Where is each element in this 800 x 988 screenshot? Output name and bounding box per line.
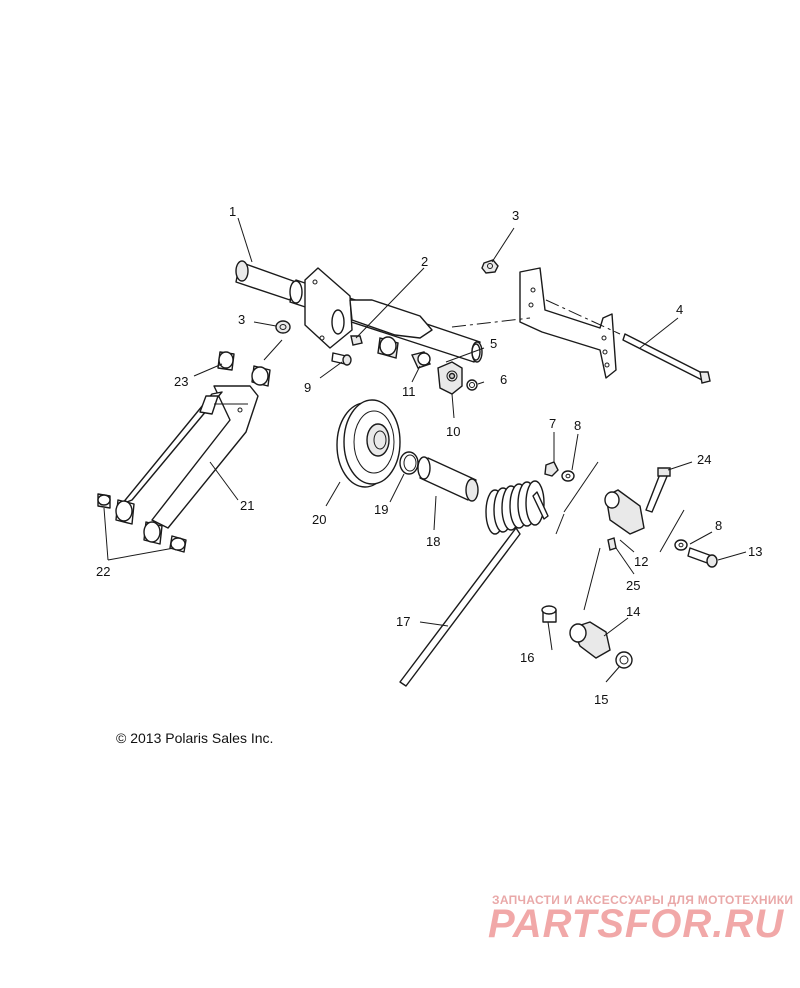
callout-14: 14 (626, 604, 640, 619)
callout-10: 10 (446, 424, 460, 439)
callout-5: 5 (490, 336, 497, 351)
callout-15: 15 (594, 692, 608, 707)
watermark-tagline: ЗАПЧАСТИ И АКСЕССУАРЫ ДЛЯ МОТОТЕХНИКИ (492, 893, 794, 907)
callout-19: 19 (374, 502, 388, 517)
part-18-sleeve (417, 456, 479, 502)
callout-17: 17 (396, 614, 410, 629)
callout-2: 2 (421, 254, 428, 269)
callout-6: 6 (500, 372, 507, 387)
part-22-bushings (97, 493, 187, 553)
callout-22: 22 (96, 564, 110, 579)
callout-1: 1 (229, 204, 236, 219)
part-3-nut-upper (481, 259, 499, 274)
part-25-set-screw (607, 537, 617, 551)
part-11-bushing (411, 351, 431, 369)
part-10-block (437, 361, 463, 395)
callout-20: 20 (312, 512, 326, 527)
part-17-torsion-spring (399, 480, 549, 687)
part-13-bolt (687, 547, 718, 568)
leader-lines (103, 217, 747, 683)
callout-23: 23 (174, 374, 188, 389)
callout-25: 25 (626, 578, 640, 593)
callout-7: 7 (549, 416, 556, 431)
callout-8-upper: 8 (574, 418, 581, 433)
part-14-cam-block (569, 621, 611, 659)
part-24-bolt (645, 467, 671, 513)
callout-12: 12 (634, 554, 648, 569)
part-15-bushing (615, 651, 633, 669)
part-19-o-ring (399, 451, 419, 475)
part-21-torque-arm (121, 385, 259, 529)
part-7-nut (544, 461, 559, 477)
part-20-idler-wheel (336, 399, 401, 488)
callout-labels: 1 2 3 3 4 5 6 7 8 8 9 10 11 12 13 14 15 … (96, 204, 762, 707)
callout-4: 4 (676, 302, 683, 317)
callout-9: 9 (304, 380, 311, 395)
copyright-notice: © 2013 Polaris Sales Inc. (116, 730, 274, 746)
callout-3-left: 3 (238, 312, 245, 327)
part-9-bolt (331, 352, 352, 366)
part-4-bracket-bolt (519, 267, 711, 384)
part-23-bushings (217, 351, 271, 387)
part-6-o-ring (466, 379, 478, 391)
callout-16: 16 (520, 650, 534, 665)
part-1-shaft (235, 260, 483, 363)
callout-13: 13 (748, 544, 762, 559)
part-3-nut-left (275, 320, 291, 334)
callout-11: 11 (402, 384, 416, 399)
callout-8-right: 8 (715, 518, 722, 533)
callout-24: 24 (697, 452, 711, 467)
callout-3-upper: 3 (512, 208, 519, 223)
callout-18: 18 (426, 534, 440, 549)
watermark-logo: PARTSFOR.RU (488, 902, 785, 946)
callout-21: 21 (240, 498, 254, 513)
part-8-washer-upper (561, 470, 575, 482)
part-2-nut (350, 335, 363, 346)
part-12-adjuster-cam (604, 489, 645, 535)
part-8-washer-right (674, 539, 688, 551)
part-16-bushing (541, 605, 557, 623)
